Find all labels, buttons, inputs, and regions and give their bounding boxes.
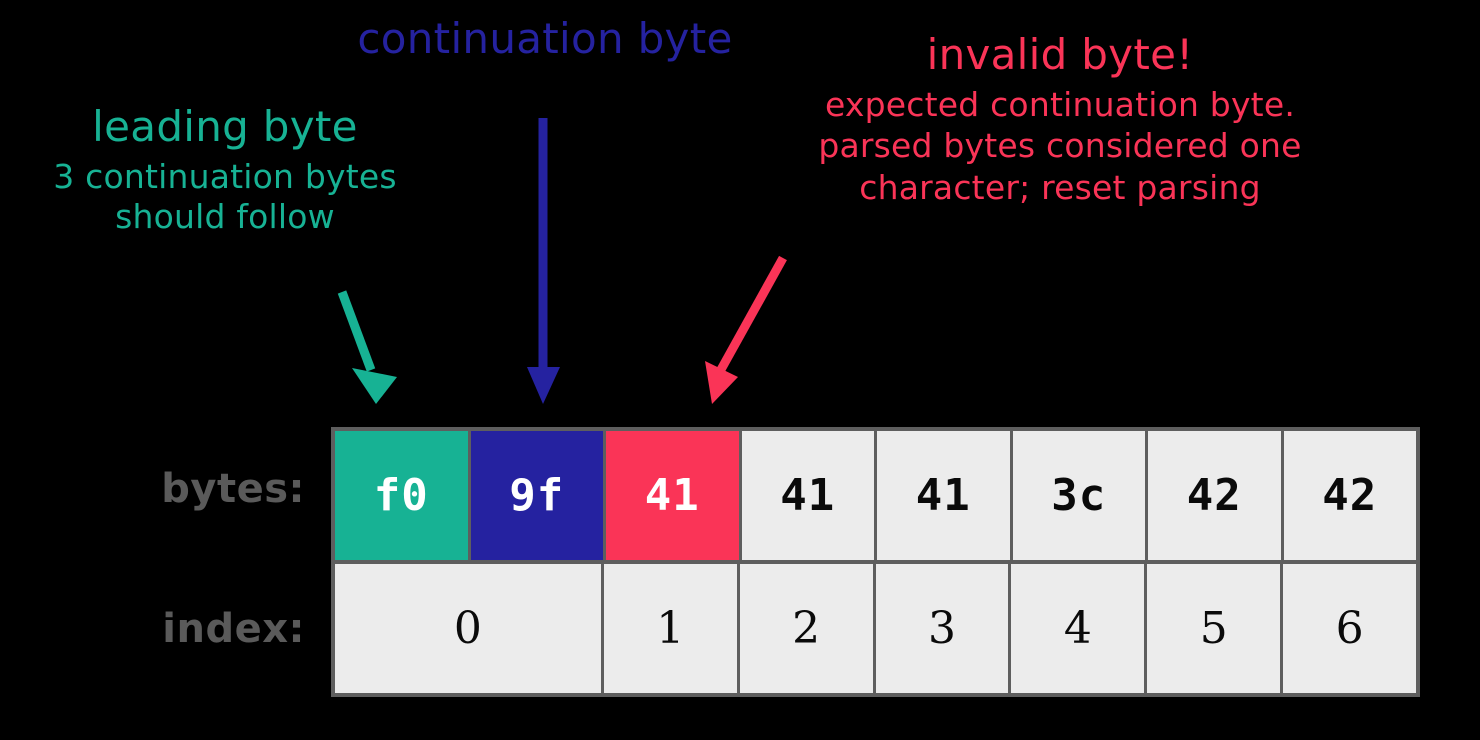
index-cell-5: 5 xyxy=(1147,564,1284,693)
annotation-leading-byte-subline-2: should follow xyxy=(115,197,335,237)
byte-cell-0: f0 xyxy=(335,431,471,560)
row-label-bytes: bytes: xyxy=(161,466,305,512)
annotation-invalid-byte-subline-2: parsed bytes considered one xyxy=(818,126,1302,166)
byte-cell-3: 41 xyxy=(741,431,877,560)
index-cell-2: 2 xyxy=(739,564,876,693)
annotation-continuation-byte-title: continuation byte xyxy=(357,14,733,63)
arrow-invalid-byte-icon xyxy=(705,255,787,404)
annotation-invalid-byte-subline-3: character; reset parsing xyxy=(859,167,1261,207)
byte-cell-6: 42 xyxy=(1148,431,1284,560)
annotation-leading-byte-title: leading byte xyxy=(92,102,358,151)
index-cell-1: 1 xyxy=(603,564,740,693)
arrow-leading-byte-icon xyxy=(337,290,397,404)
index-cell-0: 0 xyxy=(335,564,604,693)
byte-cell-1: 9f xyxy=(470,431,606,560)
index-cell-4: 4 xyxy=(1011,564,1148,693)
annotation-invalid-byte-subline-1: expected continuation byte. xyxy=(824,85,1296,124)
annotation-leading-byte-subline-1: 3 continuation bytes xyxy=(53,157,397,196)
byte-cell-5: 3c xyxy=(1012,431,1148,560)
index-cell-3: 3 xyxy=(875,564,1012,693)
annotation-invalid-byte: invalid byte! expected continuation byte… xyxy=(740,34,1380,208)
arrow-continuation-byte-icon xyxy=(527,118,560,404)
index-cell-6: 6 xyxy=(1283,564,1416,693)
annotation-leading-byte: leading byte 3 continuation bytes should… xyxy=(0,106,450,238)
annotation-continuation-byte: continuation byte xyxy=(300,18,790,60)
byte-cell-7: 42 xyxy=(1283,431,1416,560)
byte-cell-2: 41 xyxy=(606,431,742,560)
byte-cell-4: 41 xyxy=(877,431,1013,560)
row-label-index: index: xyxy=(162,606,305,652)
annotation-invalid-byte-title: invalid byte! xyxy=(926,30,1194,79)
